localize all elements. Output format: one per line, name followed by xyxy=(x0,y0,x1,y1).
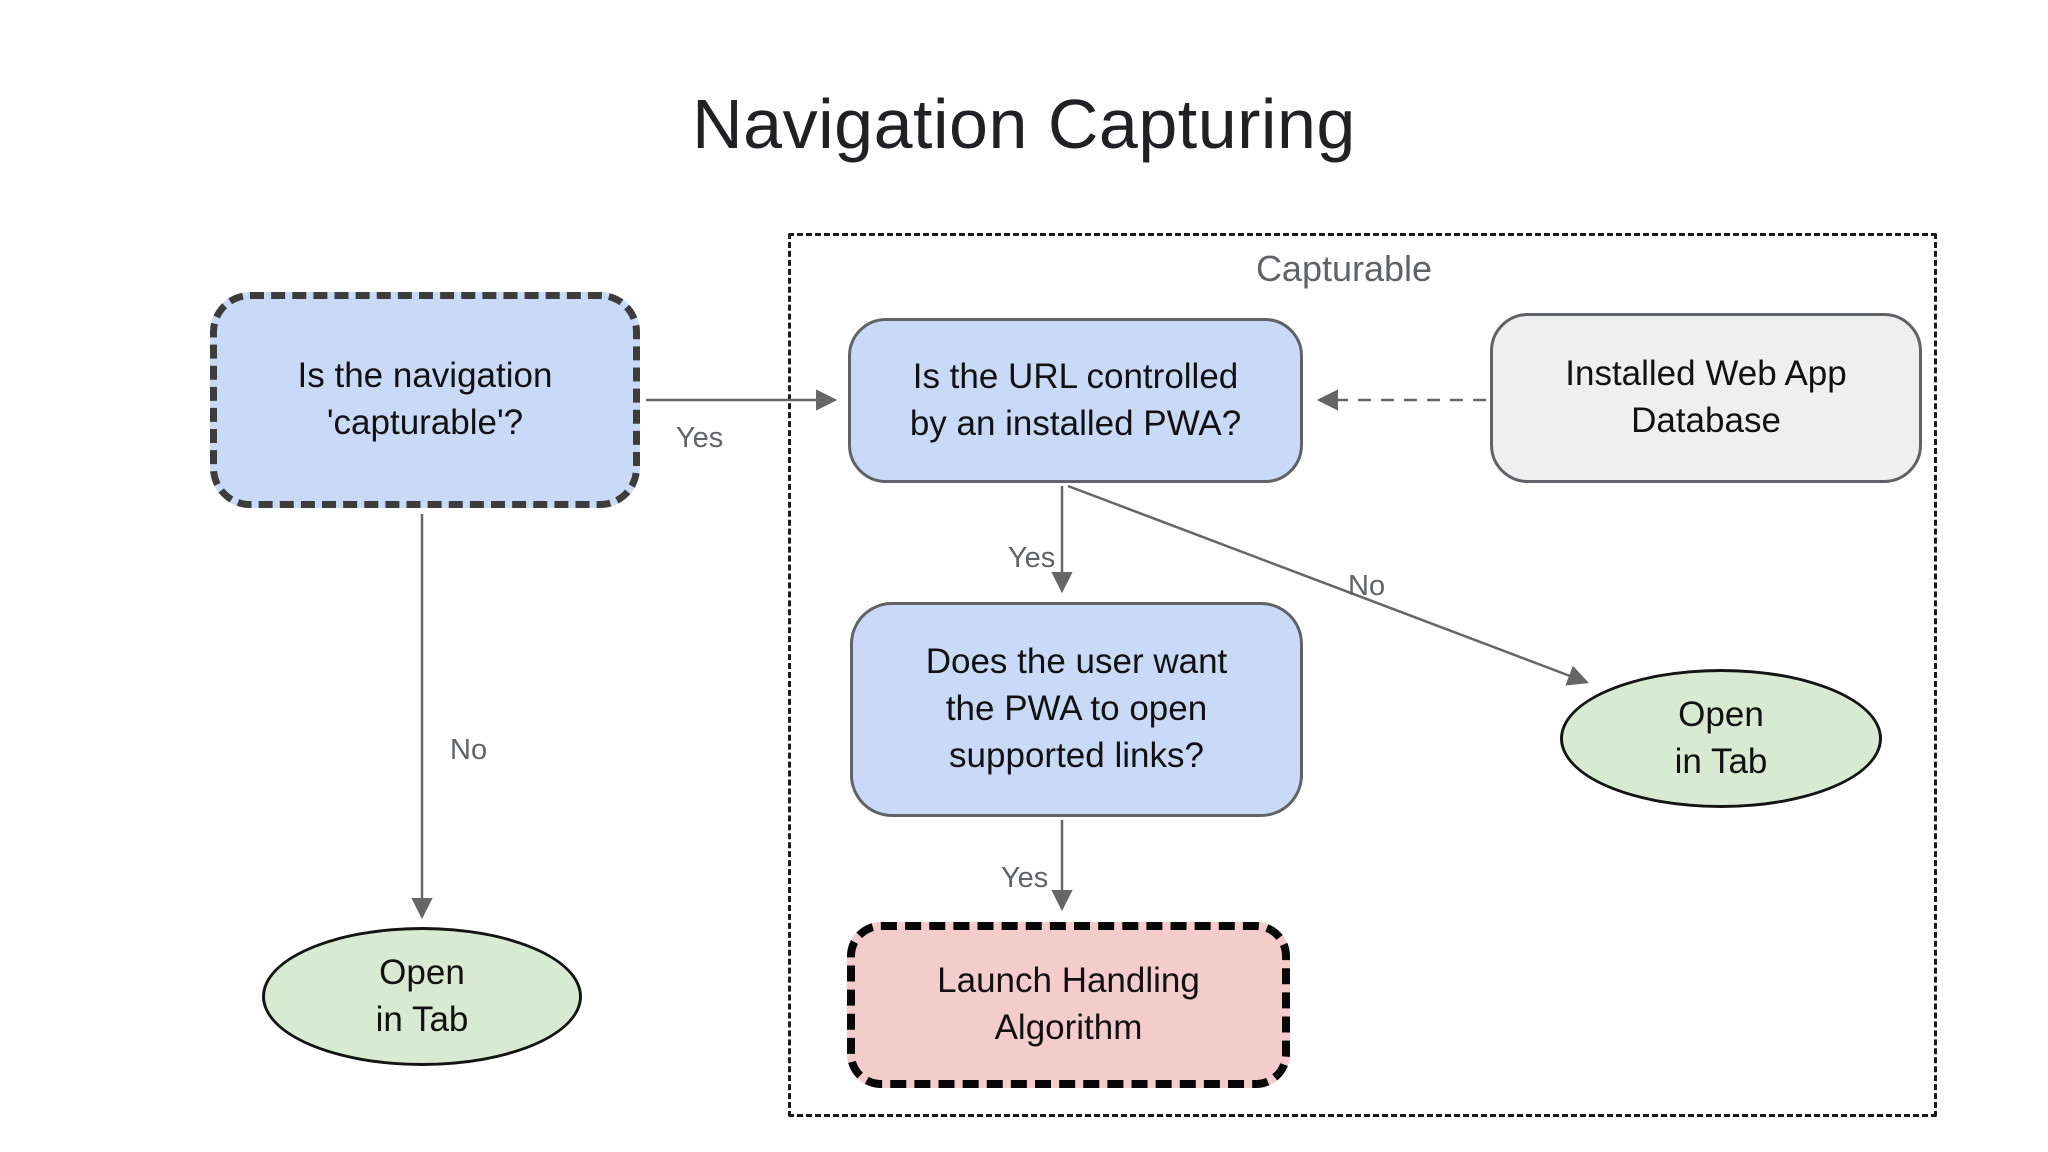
node-installed-web-app-database: Installed Web App Database xyxy=(1490,313,1922,483)
page-title: Navigation Capturing xyxy=(692,85,1356,163)
edge-label-user-wants-yes: Yes xyxy=(1001,862,1049,894)
node-open-in-tab-right: Open in Tab xyxy=(1560,669,1882,808)
capturable-group-box xyxy=(788,233,1937,1117)
node-launch-handling-algorithm: Launch Handling Algorithm xyxy=(847,922,1290,1088)
edge-label-url-yes: Yes xyxy=(1008,542,1056,574)
capturable-group-label: Capturable xyxy=(1255,248,1433,289)
node-is-url-controlled-by-pwa: Is the URL controlled by an installed PW… xyxy=(848,318,1303,483)
node-does-user-want-pwa-open-links: Does the user want the PWA to open suppo… xyxy=(850,602,1303,817)
node-is-navigation-capturable: Is the navigation 'capturable'? xyxy=(210,292,640,508)
node-open-in-tab-left: Open in Tab xyxy=(262,927,582,1066)
edge-label-capturable-yes: Yes xyxy=(676,422,724,454)
edge-label-url-no: No xyxy=(1348,570,1386,602)
edge-label-capturable-no: No xyxy=(450,734,488,766)
